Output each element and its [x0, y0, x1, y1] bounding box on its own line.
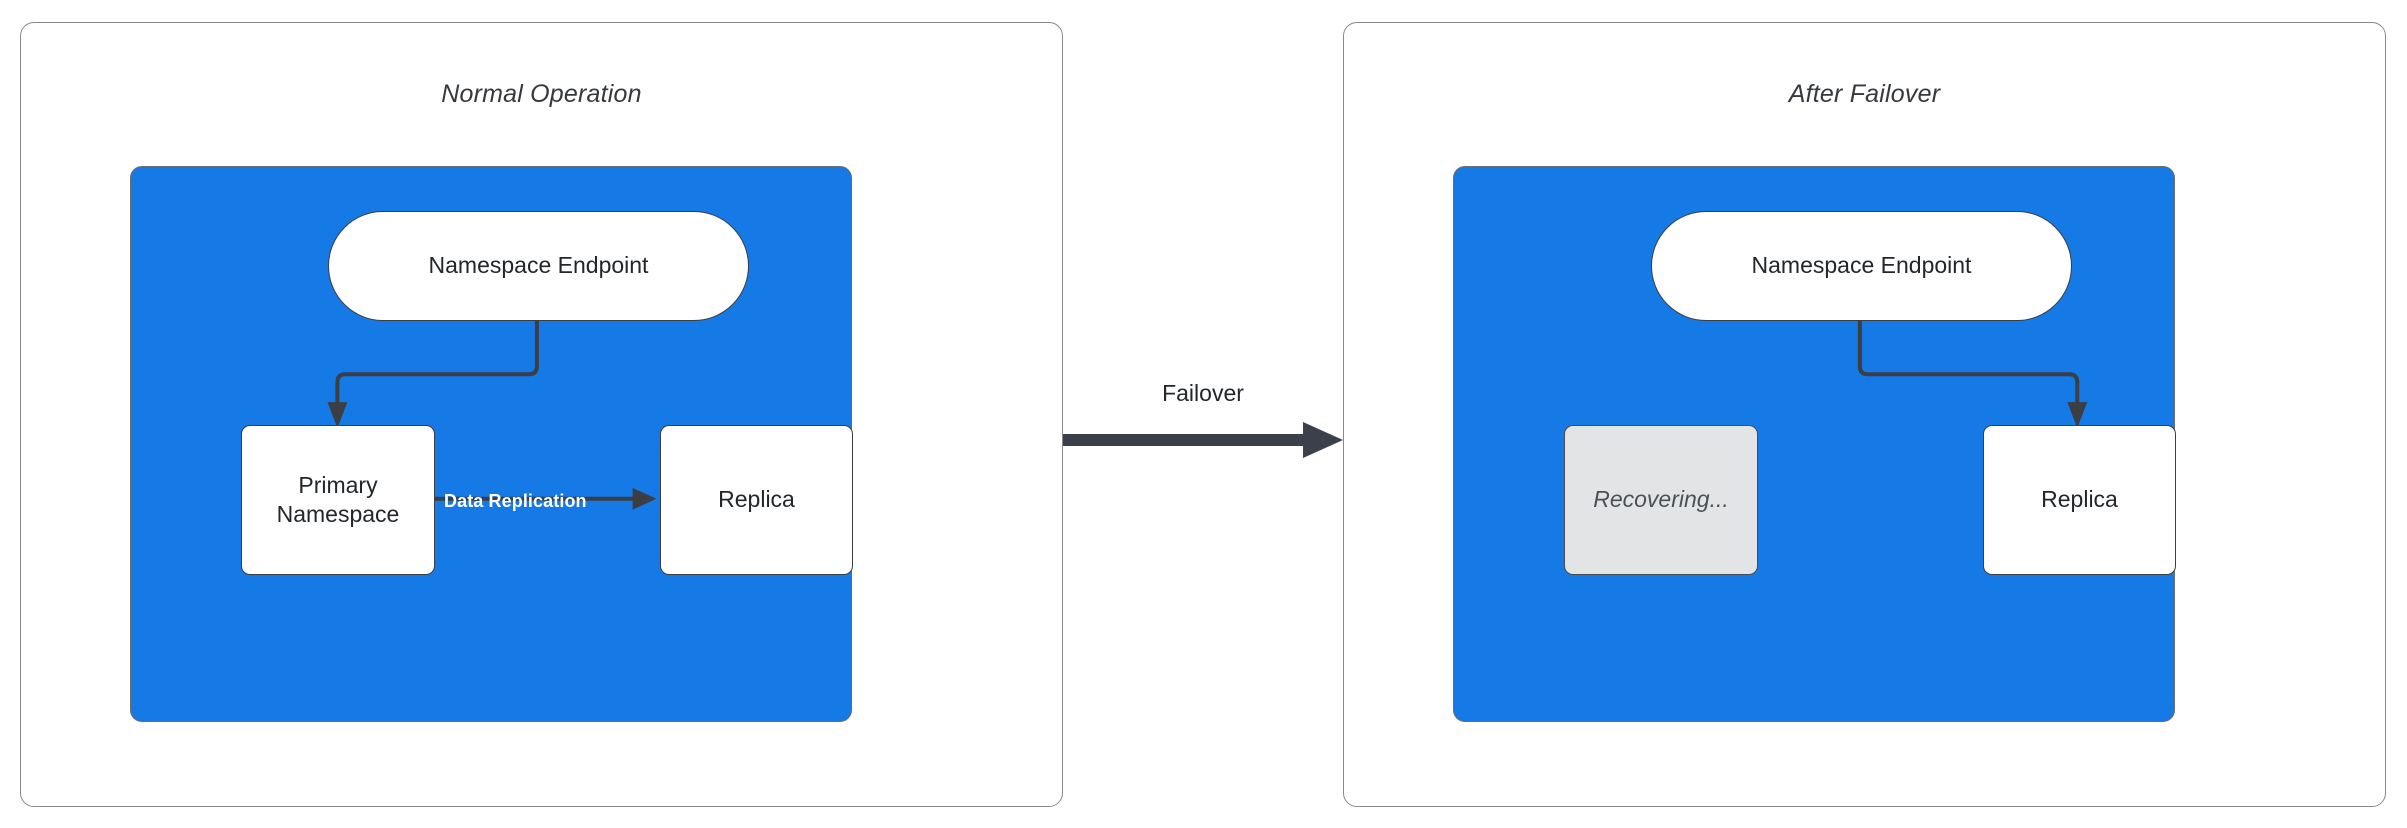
node-namespace-endpoint[interactable]: Namespace Endpoint: [1651, 211, 2072, 321]
node-primary-namespace-label: Primary Namespace: [277, 471, 400, 530]
panel-normal-operation: Normal Operation Namespace Endpoint Prim…: [20, 22, 1063, 807]
edge-endpoint-to-replica: [1857, 320, 2080, 409]
node-replica[interactable]: Replica: [660, 425, 853, 575]
panel-after-failover: After Failover Namespace Endpoint Recove…: [1343, 22, 2386, 807]
namespace-container-normal: Namespace Endpoint Primary Namespace Rep…: [130, 166, 853, 722]
node-primary-namespace-line1: Primary: [298, 471, 378, 498]
edge-endpoint-to-primary: [335, 320, 539, 409]
node-primary-namespace[interactable]: Primary Namespace: [241, 425, 435, 575]
node-recovering: Recovering...: [1564, 425, 1758, 575]
panel-title-normal-operation: Normal Operation: [441, 80, 642, 108]
failover-transition: Failover: [1063, 380, 1343, 490]
namespace-container-failover: Namespace Endpoint Recovering... Replica: [1453, 166, 2176, 722]
edge-primary-to-replica-arrowhead: [632, 487, 657, 510]
node-namespace-endpoint[interactable]: Namespace Endpoint: [328, 211, 749, 321]
edge-label-data-replication: Data Replication: [444, 491, 587, 511]
node-replica[interactable]: Replica: [1983, 425, 2176, 575]
panel-title-after-failover: After Failover: [1788, 80, 1941, 108]
failover-arrow-icon: [1063, 422, 1343, 458]
node-primary-namespace-line2: Namespace: [276, 501, 400, 527]
failover-label: Failover: [1162, 380, 1244, 406]
